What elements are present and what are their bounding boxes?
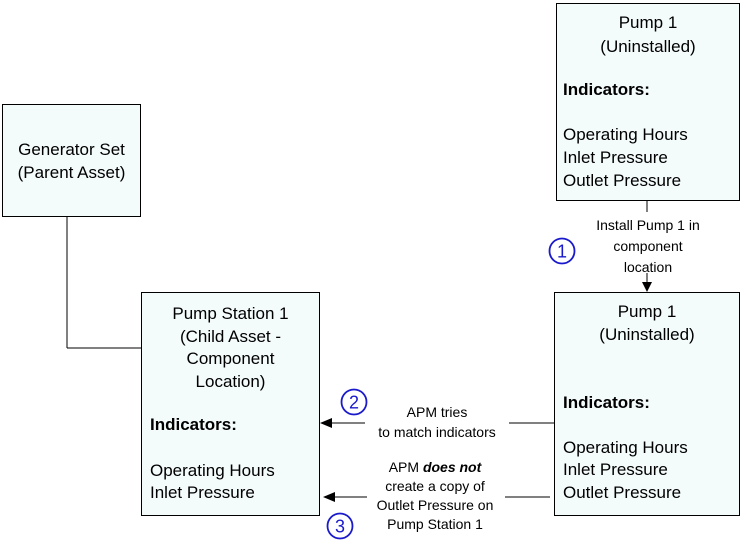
pump-station-title-line4: Location) xyxy=(195,372,266,391)
step-2-label: APM tries to match indicators xyxy=(362,403,512,441)
step-3-label-emphasis: does not xyxy=(422,459,482,475)
step-2-circle-icon: 2 xyxy=(340,388,368,416)
pump-installed-title-line2: (Uninstalled) xyxy=(599,325,695,344)
step-1-label-line3: location xyxy=(623,259,673,275)
step-1-label-line1: Install Pump 1 in xyxy=(596,217,700,233)
pump-uninstalled-indicator-operating-hours: Operating Hours xyxy=(563,125,688,144)
pump-installed-box: Pump 1 (Uninstalled) Indicators: Operati… xyxy=(554,292,740,516)
step-1-label-line2: component xyxy=(613,238,683,254)
step-3-circle-icon: 3 xyxy=(326,512,354,540)
step-1-circle-icon: 1 xyxy=(548,237,576,265)
step-2-label-line1: APM tries xyxy=(406,404,468,420)
pump-uninstalled-box: Pump 1 (Uninstalled) Indicators: Operati… xyxy=(556,3,740,201)
pump-station-title-line2: (Child Asset - xyxy=(179,327,282,346)
step-1-label: Install Pump 1 in component location xyxy=(578,216,718,276)
pump-uninstalled-indicators-heading: Indicators: xyxy=(563,80,650,99)
step-3-number: 3 xyxy=(335,517,345,537)
step-3-label-prefix: APM xyxy=(388,459,423,475)
generator-set-title-line2: (Parent Asset) xyxy=(17,163,126,182)
step-2-number: 2 xyxy=(349,393,359,413)
pump-uninstalled-title-line1: Pump 1 xyxy=(618,13,678,32)
pump-station-title-line3: Component xyxy=(186,349,275,368)
step-3-label-line2: create a copy of xyxy=(385,478,485,494)
step-3-label-line4: Pump Station 1 xyxy=(387,516,483,532)
generator-set-title-line1: Generator Set xyxy=(18,140,125,159)
pump-installed-indicator-inlet-pressure: Inlet Pressure xyxy=(563,460,668,479)
pump-installed-title-line1: Pump 1 xyxy=(617,302,677,321)
generator-set-box: Generator Set (Parent Asset) xyxy=(2,104,141,217)
match-arrowhead xyxy=(320,418,332,428)
pump-uninstalled-indicator-inlet-pressure: Inlet Pressure xyxy=(563,148,668,167)
pump-uninstalled-indicator-outlet-pressure: Outlet Pressure xyxy=(563,171,682,190)
pump-uninstalled-title-line2: (Uninstalled) xyxy=(600,37,696,56)
step-2-label-line2: to match indicators xyxy=(378,424,496,440)
copy-arrowhead xyxy=(323,492,335,502)
step-3-label: APM does not create a copy of Outlet Pre… xyxy=(362,458,508,533)
pump-station-box: Pump Station 1 (Child Asset - Component … xyxy=(141,292,320,516)
install-arrowhead xyxy=(642,282,652,292)
pump-station-indicator-operating-hours: Operating Hours xyxy=(150,461,275,480)
pump-station-indicator-inlet-pressure: Inlet Pressure xyxy=(150,483,255,502)
step-1-number: 1 xyxy=(557,242,567,262)
pump-station-indicators-heading: Indicators: xyxy=(150,415,237,434)
pump-station-title-line1: Pump Station 1 xyxy=(172,304,289,323)
step-3-label-line3: Outlet Pressure on xyxy=(376,497,494,513)
step-3-label-line1: APM does not xyxy=(362,458,508,476)
pump-installed-indicator-operating-hours: Operating Hours xyxy=(563,438,688,457)
pump-installed-indicators-heading: Indicators: xyxy=(563,393,650,412)
pump-installed-indicator-outlet-pressure: Outlet Pressure xyxy=(563,483,682,502)
